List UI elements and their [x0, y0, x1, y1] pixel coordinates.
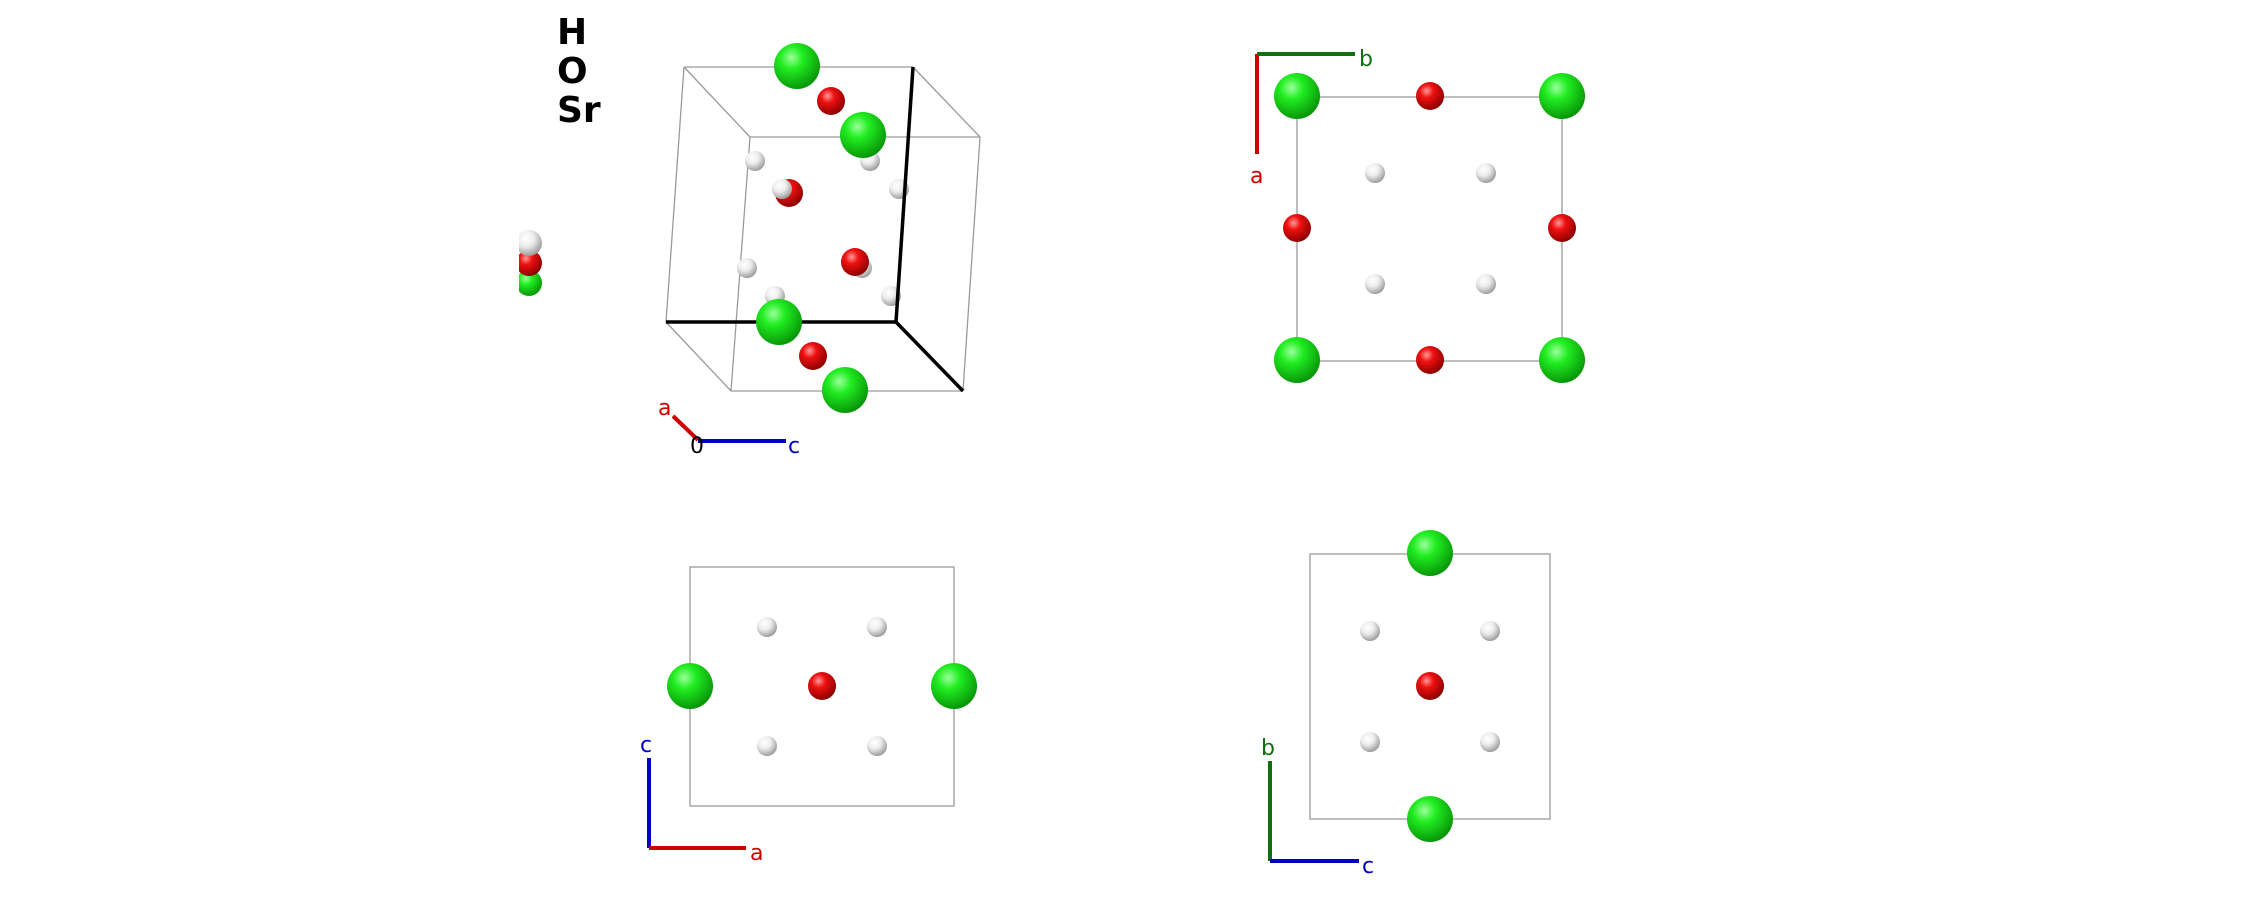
legend-label-sr: Sr — [557, 90, 601, 131]
perspective-view: a 0 c — [658, 43, 981, 459]
h-atom — [1360, 621, 1380, 641]
h-atom — [757, 617, 777, 637]
axis-label-b: b — [1261, 736, 1275, 761]
sr-atom — [840, 112, 886, 158]
unit-cell-outline — [1296, 96, 1563, 362]
view-ab-plane: a b — [1250, 47, 1585, 383]
h-atom — [1365, 274, 1385, 294]
h-atom — [1480, 621, 1500, 641]
axis-label-origin: 0 — [690, 434, 704, 459]
legend-label-o: O — [557, 51, 588, 92]
axis-label-c: c — [1362, 854, 1374, 879]
sr-atom — [1539, 337, 1585, 383]
ab-axis-indicator: a b — [1250, 47, 1373, 189]
o-atom — [1548, 214, 1576, 242]
h-atom — [1476, 274, 1496, 294]
legend-atom-swatches — [505, 220, 542, 300]
h-atom — [1360, 732, 1380, 752]
sr-atom — [822, 367, 868, 413]
h-atom — [745, 151, 765, 171]
o-atom — [1416, 672, 1444, 700]
o-atom — [1283, 214, 1311, 242]
view-ac-plane: c a — [640, 566, 977, 866]
h-atom — [867, 736, 887, 756]
h-atom — [757, 736, 777, 756]
sr-atom — [1274, 73, 1320, 119]
o-atom — [1416, 82, 1444, 110]
axis-label-a: a — [750, 841, 763, 866]
h-atom — [1365, 163, 1385, 183]
swatch-sr-atom — [516, 270, 542, 296]
bc-axis-indicator: b c — [1261, 736, 1374, 879]
h-atom — [1476, 163, 1496, 183]
sr-atom — [1274, 337, 1320, 383]
sr-atom — [774, 43, 820, 89]
h-atom — [867, 617, 887, 637]
sr-atom — [1407, 530, 1453, 576]
swatch-h-atom — [516, 230, 542, 256]
swatch-o-atom — [516, 250, 542, 276]
axis-label-a: a — [1250, 164, 1263, 189]
axis-label-b: b — [1359, 47, 1373, 72]
axis-label-a: a — [658, 396, 671, 421]
axis-a-line — [671, 414, 700, 442]
h-atom — [772, 179, 792, 199]
sr-atom — [931, 663, 977, 709]
sr-atom — [1407, 796, 1453, 842]
perspective-axis-indicator: a 0 c — [658, 396, 800, 459]
ca-axis-indicator: c a — [640, 733, 763, 866]
sr-atom — [667, 663, 713, 709]
o-atom — [808, 672, 836, 700]
h-atom — [1480, 732, 1500, 752]
axis-label-c: c — [640, 733, 652, 758]
sr-atom — [1539, 73, 1585, 119]
element-legend: H O Sr — [557, 12, 601, 131]
o-atom — [1416, 346, 1444, 374]
sr-atom — [756, 299, 802, 345]
o-atom — [799, 342, 827, 370]
axis-label-c: c — [788, 434, 800, 459]
o-atom — [841, 248, 869, 276]
o-atom — [817, 87, 845, 115]
legend-label-h: H — [557, 12, 587, 53]
h-atom — [737, 258, 757, 278]
view-bc-plane: b c — [1261, 530, 1551, 879]
